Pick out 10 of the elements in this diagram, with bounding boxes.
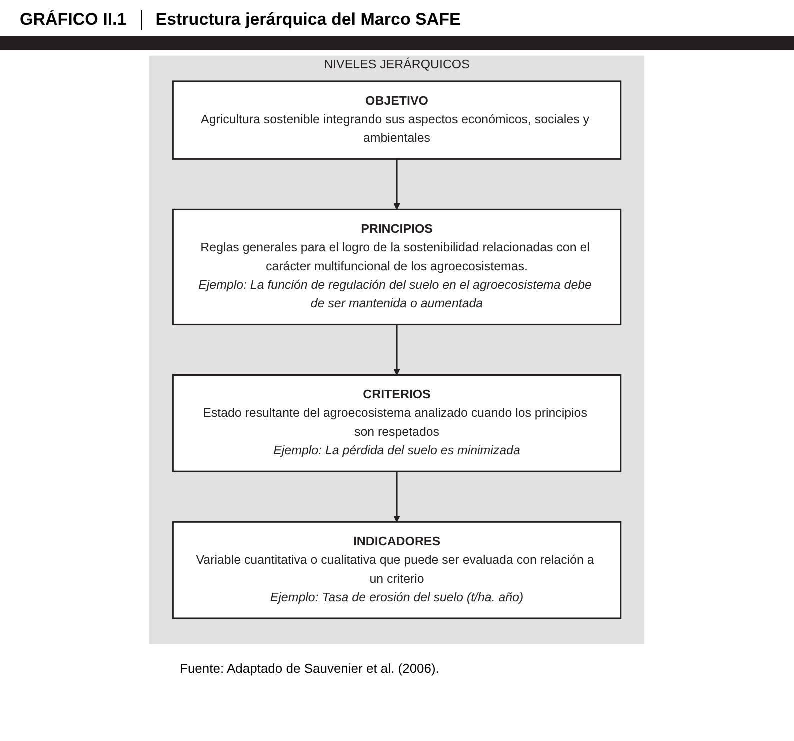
node-box — [172, 521, 622, 620]
title: Estructura jerárquica del Marco SAFE — [154, 10, 461, 30]
figure-number: GRÁFICO II.1 — [20, 10, 142, 30]
node-box — [172, 80, 622, 160]
node-box — [172, 208, 622, 326]
arrow — [394, 324, 400, 376]
caption: Fuente: Adaptado de Sauvenier et al. (2006). — [179, 660, 440, 676]
arrow — [394, 159, 400, 210]
node-box — [172, 374, 622, 472]
arrow — [394, 472, 400, 522]
